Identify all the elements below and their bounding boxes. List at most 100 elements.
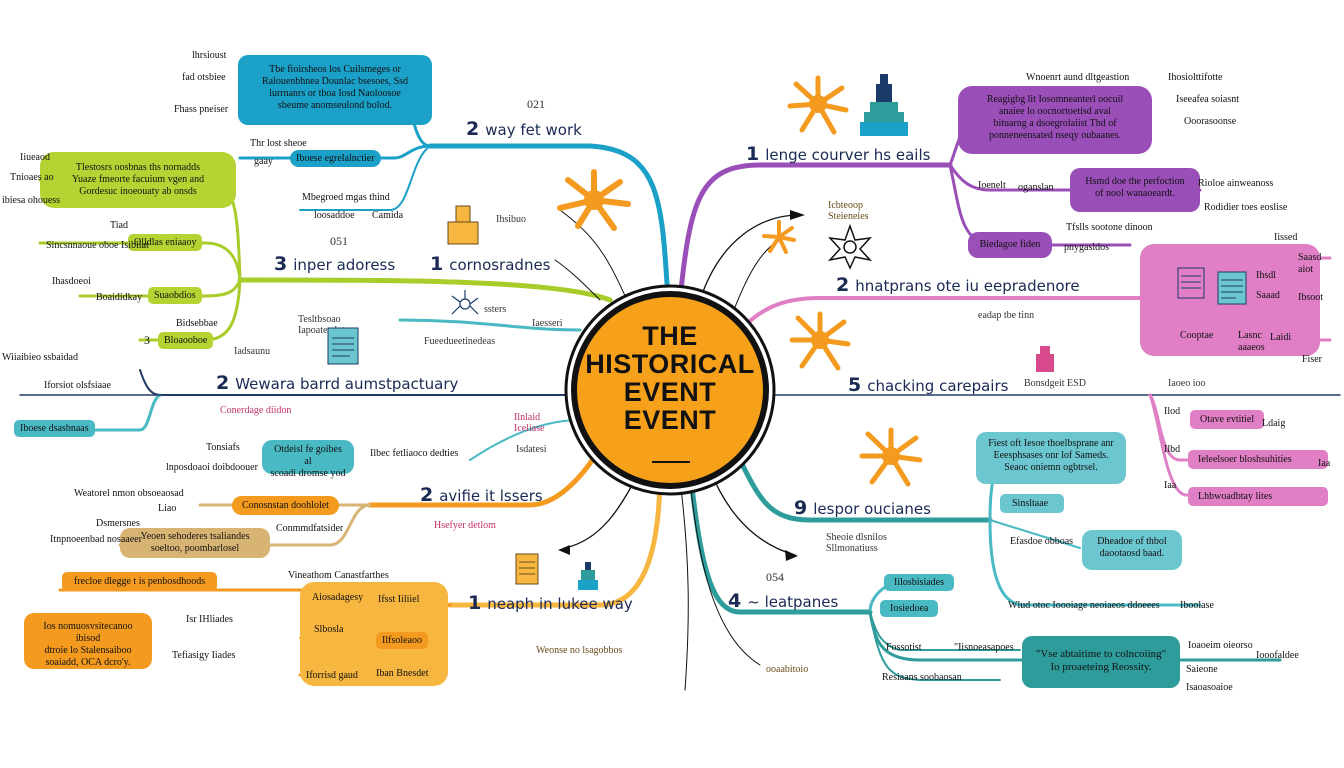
sub-line xyxy=(948,163,1202,192)
node-label: Itnpnoeenbad nosaaeer xyxy=(50,534,142,545)
decorative-star-icon xyxy=(827,224,873,270)
branch-label-leatpanes[interactable]: 4~ leatpanes xyxy=(728,590,838,612)
node-label: Tesltbsoao Iapoateedot xyxy=(298,314,345,336)
green-text-box: Tlestosrs oosbnas ths nornadds Yuaze fme… xyxy=(40,152,236,208)
branch-text: way fet work xyxy=(485,121,582,139)
node-label: Iforsiot olsfsiaae xyxy=(44,380,111,391)
node-label: Iooofaldee xyxy=(1256,650,1299,661)
node-label: Iaa xyxy=(1164,480,1177,491)
sub-line xyxy=(469,419,581,461)
branch-label-wewara[interactable]: 2 Wewara barrd aumstpactuary xyxy=(216,372,458,394)
branch-number: 2 xyxy=(216,372,230,394)
branch-number: 2 xyxy=(420,484,434,506)
branch-number: 2 xyxy=(466,118,480,140)
center-circle xyxy=(571,291,769,489)
branch-line-neaph xyxy=(447,467,663,608)
node-label: Ihsdl xyxy=(1256,270,1276,281)
branch-label-way-fet-work[interactable]: 2 way fet work xyxy=(466,118,582,140)
branch-number: 3 xyxy=(274,253,288,275)
center-title-line-1: THE xyxy=(642,321,698,351)
node-label: Mbegroed mgas thind xyxy=(302,192,390,203)
green-pill: Suaobdios xyxy=(148,287,202,304)
node-label: Camida xyxy=(372,210,404,221)
pink-pill: Lhbwoadbtay lites xyxy=(1188,487,1328,506)
dark-teal-text-box: "Vse abtaitime to colncoiing" Io proaete… xyxy=(1022,636,1180,688)
branch-text: Wewara barrd aumstpactuary xyxy=(235,375,459,393)
node-label: Iiueaod xyxy=(20,152,50,163)
node-label: Ioenelt xyxy=(978,180,1006,191)
node-label: ibiesa ohouess xyxy=(2,195,61,206)
teal-pill: Iboese dsasbnaas xyxy=(14,420,95,437)
node-label: Wiiaibieo ssbaidad xyxy=(2,352,78,363)
node-label: Thr lost sheoe xyxy=(250,138,307,149)
branch-text: chacking carepairs xyxy=(867,377,1009,395)
node-label: Iseeafea soiasnt xyxy=(1176,94,1240,105)
purple-text-box-2: Hsmd doe the perfoction of nool wanaoear… xyxy=(1070,168,1200,212)
branch-label-avifie[interactable]: 2 avifie it lssers xyxy=(420,484,543,506)
document-icon xyxy=(1217,271,1247,305)
node-label: Rodidier toes eoslise xyxy=(1204,202,1288,213)
node-label: Ilod xyxy=(1164,406,1181,417)
branch-number: 2 xyxy=(836,274,850,296)
spoke xyxy=(699,214,801,301)
center-title-line-4: EVENT xyxy=(623,405,717,435)
teal-text-box: Otdeisl fe goibes al scoadi dromse yod xyxy=(262,440,354,479)
bottle-icon xyxy=(1036,346,1054,372)
branch-text: lenge courver hs eails xyxy=(765,146,931,164)
teal-pill: Sinsltaae xyxy=(1000,494,1064,513)
branch-text: neaph in lukee way xyxy=(487,595,633,613)
node-number: 3 xyxy=(144,333,150,347)
node-label: oganslan xyxy=(1018,182,1054,193)
branch-text: avifie it lssers xyxy=(439,487,543,505)
branch-number: 9 xyxy=(794,497,808,519)
sub-line xyxy=(989,519,1081,549)
node-label: ssters xyxy=(484,304,507,315)
node-label: eadap tbe tinn xyxy=(978,310,1035,321)
node-label: Ilbec fetliaoco dedties xyxy=(370,448,459,459)
document-icon xyxy=(1177,267,1205,299)
branch-line-lenge xyxy=(677,162,953,303)
orange-sun-icon xyxy=(557,169,631,231)
node-label: Tonsiafs xyxy=(206,442,240,453)
node-label: pnygasldos xyxy=(1064,242,1109,253)
node-label: Iadsaunu xyxy=(234,346,271,357)
orange-pill: Conosnstan doohlolet xyxy=(232,496,339,515)
node-label: Bidsebbae xyxy=(176,318,218,329)
node-label: Iaoeo ioo xyxy=(1168,378,1206,389)
node-label: Fiser xyxy=(1302,354,1322,365)
node-label: Slbosla xyxy=(314,624,344,635)
node-label: Iissed xyxy=(1274,232,1298,243)
pink-pill: Otave evtitiel xyxy=(1190,410,1265,429)
node-label: Boaididkay xyxy=(96,292,143,303)
node-label: Iaa xyxy=(1318,458,1331,469)
node-label: Laidi xyxy=(1270,332,1292,343)
branch-number: 1 xyxy=(746,143,760,165)
monument-icon xyxy=(860,74,908,136)
sub-line xyxy=(38,241,242,282)
node-label: Ibsoot xyxy=(1298,292,1323,303)
blue-text-box: Tbe fioirsheos los Cuilsmeges or Ralouen… xyxy=(238,55,432,125)
node-label: Ilbd xyxy=(1164,444,1181,455)
pink-pill: Ieleelsoer bloshsuhities xyxy=(1188,450,1328,469)
node-label: Ihosiolttifotte xyxy=(1168,72,1223,83)
branch-label-lenge[interactable]: 1 lenge courver hs eails xyxy=(746,143,930,165)
node-label: Tefiasigy Iiades xyxy=(172,650,236,661)
node-label: Saaad xyxy=(1256,290,1280,301)
purple-pill: Biedagoe fiden xyxy=(968,232,1052,258)
sub-line xyxy=(1148,393,1322,497)
node-label: ooaabitoio xyxy=(766,664,809,675)
green-pill: Bloaooboe xyxy=(158,332,214,349)
branch-text: inper adoress xyxy=(293,256,396,274)
branch-label-inper-adoress[interactable]: 3 inper adoress xyxy=(274,253,395,275)
node-label: Isr IHliades xyxy=(186,614,233,625)
number-label: 054 xyxy=(766,570,784,584)
orange-sun-icon xyxy=(762,220,796,254)
branch-number: 4 xyxy=(728,590,742,612)
tan-text-box: Yeoen sehoderes tsaliandes soeltoo, poom… xyxy=(120,528,270,558)
